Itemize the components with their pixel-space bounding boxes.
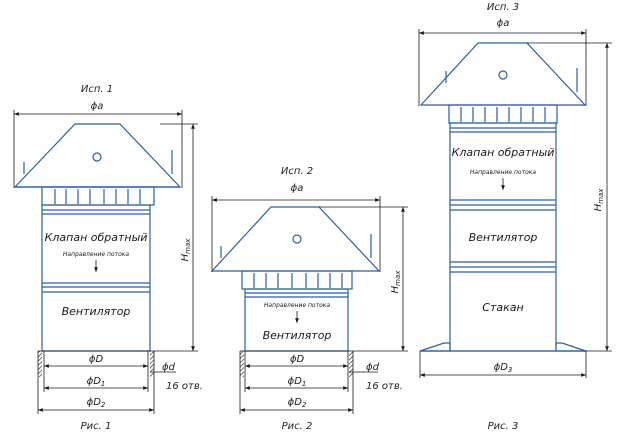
variant-3-section1: Клапан обратный [452, 146, 555, 159]
variant-1-body [41, 204, 151, 352]
variant-1-title: Исп. 1 [81, 84, 113, 95]
variant-2-top-dim: ϕa [291, 183, 304, 194]
variant-2-flow: Направление потока [264, 302, 330, 309]
variant-2-height-dim: H [390, 285, 401, 293]
variant-1-flow: Направление потока [63, 251, 129, 258]
variant-1-dim-D: ϕD [89, 354, 104, 365]
variant-2-dim-D1-sub: 1 [302, 380, 306, 388]
variant-1: Исп. 1 ϕa Клапан обратный Направление по… [13, 84, 203, 432]
variant-2-dim-D2-sub: 2 [302, 401, 307, 409]
variant-3: Исп. 3 ϕa Клапан обратный Направление по… [418, 2, 612, 432]
variant-2-figure: Рис. 2 [282, 421, 313, 432]
variant-3-section2: Вентилятор [469, 231, 538, 244]
variant-1-height-sub: max [184, 238, 192, 254]
variant-2-dim-D: ϕD [290, 354, 305, 365]
variant-1-skirt [41, 186, 155, 206]
variant-3-figure: Рис. 3 [488, 421, 519, 432]
variant-2-height-sub: max [394, 270, 402, 286]
variant-1-top-dim: ϕa [91, 101, 104, 112]
variant-2-skirt [241, 270, 353, 290]
variant-3-top-dim: ϕa [497, 18, 510, 29]
variant-1-roof [13, 123, 182, 188]
svg-text:ϕD3: ϕD3 [494, 362, 513, 374]
svg-text:ϕD2: ϕD2 [288, 397, 307, 409]
svg-text:Hmax: Hmax [180, 238, 192, 262]
variant-2: Исп. 2 ϕa Направление потока Вентилятор [210, 166, 408, 432]
variant-1-dim-D2: ϕD [87, 397, 102, 408]
variant-1-height-dim: H [180, 253, 191, 261]
variant-1-section2: Вентилятор [62, 305, 131, 318]
variant-2-lifting-eye [292, 234, 302, 244]
variant-3-flow: Направление потока [470, 169, 536, 176]
variant-3-height-sub: max [597, 188, 605, 204]
variant-2-title: Исп. 2 [281, 166, 313, 177]
variant-3-title: Исп. 3 [487, 2, 519, 13]
variant-1-dim-D1: ϕD [87, 376, 102, 387]
variant-1-figure: Рис. 1 [81, 421, 112, 432]
variant-1-dim-D1-sub: 1 [101, 380, 105, 388]
variant-2-dim-D2: ϕD [288, 397, 303, 408]
variant-3-height-dim: H [593, 203, 604, 211]
variant-2-dim-D1: ϕD [288, 376, 303, 387]
variant-1-section1: Клапан обратный [45, 231, 148, 244]
variant-3-lifting-eye [498, 70, 508, 80]
variant-3-dim-D3: ϕD [494, 362, 509, 373]
variant-1-dim-d: ϕd [162, 362, 176, 373]
variant-3-section3: Стакан [482, 301, 523, 314]
variant-2-holes: 16 отв. [366, 381, 403, 392]
variant-1-dim-D2-sub: 2 [101, 401, 106, 409]
variant-3-dim-D3-sub: 3 [508, 366, 512, 374]
svg-text:ϕD1: ϕD1 [87, 376, 106, 388]
variant-2-dim-d: ϕd [366, 362, 380, 373]
variant-1-lifting-eye [92, 152, 102, 162]
variant-1-holes: 16 отв. [166, 381, 203, 392]
variant-3-skirt [448, 104, 558, 124]
variant-2-section1: Вентилятор [263, 329, 332, 342]
svg-text:ϕD2: ϕD2 [87, 397, 106, 409]
svg-text:Hmax: Hmax [390, 270, 402, 294]
svg-text:ϕD1: ϕD1 [288, 376, 307, 388]
variant-2-roof [210, 206, 381, 272]
svg-text:Hmax: Hmax [593, 188, 605, 212]
